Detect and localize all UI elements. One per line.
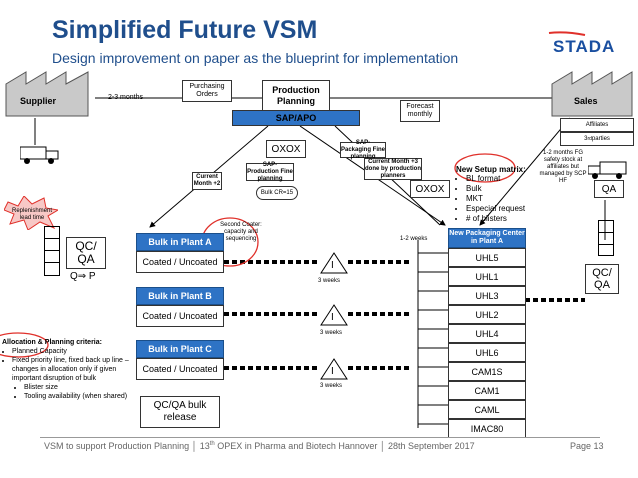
page-number: Page 13 xyxy=(570,441,604,451)
inventory-triangle-c: I xyxy=(320,358,348,385)
plant-a-process: Coated / Uncoated xyxy=(136,251,224,273)
packaging-line: CAM1S xyxy=(448,362,526,381)
replenishment-label: Replenishment lead time xyxy=(12,208,53,221)
packaging-line: UHL4 xyxy=(448,324,526,343)
plant-c-process: Coated / Uncoated xyxy=(136,358,224,380)
production-planning-box: Production Planning xyxy=(262,80,330,112)
allocation-criteria: Allocation & Planning criteria: Planned … xyxy=(2,338,130,401)
q-to-p-label: Q⇒ P xyxy=(70,271,96,282)
truck-icon xyxy=(587,160,628,185)
supermarket-right xyxy=(598,220,614,256)
supplier-factory: Supplier xyxy=(4,66,90,118)
setup-item: MKT xyxy=(466,194,546,204)
sap-packaging-box: SAP- Packaging Fine planning xyxy=(340,139,386,160)
packaging-line: CAML xyxy=(448,400,526,419)
truck-icon xyxy=(19,145,60,170)
setup-item: BL format xyxy=(466,174,546,184)
setup-item: Bulk xyxy=(466,184,546,194)
replenishment-burst: Replenishment lead time xyxy=(3,195,60,231)
logo-text: STADA xyxy=(553,37,616,56)
sap-apo-bar: SAP/APO xyxy=(232,110,360,126)
packaging-line: UHL1 xyxy=(448,267,526,286)
qcqa-bulk-release: QC/QA bulk release xyxy=(140,396,220,428)
supplier-frequency: 2-3 months xyxy=(108,94,144,101)
inventory-triangle-a: I xyxy=(320,252,348,279)
inventory-icon xyxy=(320,252,348,274)
packaging-lines: UHL5 UHL1 UHL3 UHL2 UHL4 UHL6 CAM1S CAM1… xyxy=(448,248,526,438)
supermarket-left xyxy=(44,226,60,276)
allocation-subitem: Blister size xyxy=(24,383,130,392)
factory-icon xyxy=(5,71,89,117)
packaging-center-header: New Packaging Center in Plant A xyxy=(448,228,526,248)
affiliates-box: Affiliates xyxy=(560,118,634,132)
lead-time-c: 3 weeks xyxy=(320,383,343,389)
plant-c-header: Bulk in Plant C xyxy=(136,340,224,358)
allocation-item: Planned Capacity xyxy=(12,347,130,356)
footer-text: VSM to support Production Planning │ 13t… xyxy=(44,441,475,451)
inventory-icon xyxy=(320,358,348,380)
allocation-item: Fixed priority line, fixed back up line … xyxy=(12,356,130,383)
page-title: Simplified Future VSM xyxy=(52,16,318,44)
footer-divider xyxy=(40,437,600,438)
setup-matrix: New Setup matrix: BL format Bulk MKT Esp… xyxy=(456,165,546,224)
packaging-line: UHL6 xyxy=(448,343,526,362)
setup-matrix-title: New Setup matrix: xyxy=(456,165,526,174)
supplier-label: Supplier xyxy=(20,96,57,106)
packaging-line: CAM1 xyxy=(448,381,526,400)
inventory-icon xyxy=(320,304,348,326)
current-month-3-box: Current Month +3 done by production plan… xyxy=(364,158,422,180)
oxox-left: OXOX xyxy=(266,140,306,158)
purchasing-orders-box: Purchasing Orders xyxy=(182,80,232,102)
qc-qa-right: QC/ QA xyxy=(585,264,619,294)
lead-time-packaging: 1-2 weeks xyxy=(400,236,428,242)
packaging-line: UHL5 xyxy=(448,248,526,267)
logo-mark-icon xyxy=(548,31,586,36)
setup-item: Especial request xyxy=(466,204,546,214)
sales-to-packaging xyxy=(479,117,571,226)
lead-time-a: 3 weeks xyxy=(318,278,341,284)
second-coater-note: Second Coater: capacity and sequencing xyxy=(220,222,262,242)
bulk-cr-oval: Bulk CR=15 xyxy=(256,186,298,200)
page-subtitle: Design improvement on paper as the bluep… xyxy=(52,50,459,66)
qa-right: QA xyxy=(594,180,624,198)
plant-a-header: Bulk in Plant A xyxy=(136,233,224,251)
kaizen-burst-icon xyxy=(3,195,60,231)
current-month-2-box: Current Month +2 xyxy=(192,172,222,190)
allocation-title: Allocation & Planning criteria: xyxy=(2,339,102,346)
plant-b-header: Bulk in Plant B xyxy=(136,287,224,305)
sales-label: Sales xyxy=(574,96,598,106)
oxox-right: OXOX xyxy=(410,180,450,198)
packaging-line: UHL2 xyxy=(448,305,526,324)
allocation-subitem: Tooling availability (when shared) xyxy=(24,392,130,401)
sap-production-box: SAP- Production Fine planning xyxy=(246,161,294,182)
qc-qa-left: QC/ QA xyxy=(66,237,106,269)
lead-time-b: 3 weeks xyxy=(320,330,343,336)
setup-item: # of blisters xyxy=(466,214,546,224)
fg-stock-note: 1-2 months FG safety stock at affiliates… xyxy=(539,150,587,184)
factory-icon xyxy=(551,71,633,117)
inventory-triangle-b: I xyxy=(320,304,348,331)
plant-b-process: Coated / Uncoated xyxy=(136,305,224,327)
packaging-line: UHL3 xyxy=(448,286,526,305)
sales-factory: Sales xyxy=(550,66,634,118)
forecast-box: Forecast monthly xyxy=(400,100,440,122)
company-logo: STADA xyxy=(548,31,616,57)
packaging-line: IMAC80 xyxy=(448,419,526,438)
